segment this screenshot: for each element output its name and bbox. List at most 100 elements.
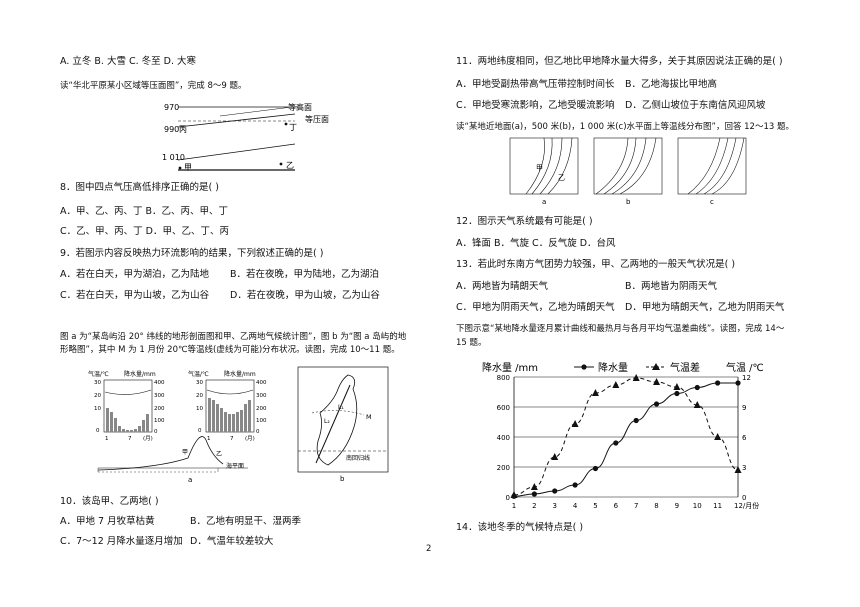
q8: 8．图中四点气压高低排序正确的是( ) — [60, 182, 219, 193]
data-point-气温差 — [693, 401, 701, 408]
climate-chart-jia: 30 20 10 0 400 300 200 100 0 1 7 (月) — [94, 379, 165, 442]
svg-text:b: b — [340, 475, 345, 483]
q10-d: D．气温年较差较大 — [190, 536, 274, 547]
intro-8-9: 读“华北平原某小区域等压面图”，完成 8～9 题。 — [60, 81, 247, 91]
data-point-气温差 — [510, 491, 518, 498]
svg-text:降水量/mm: 降水量/mm — [124, 370, 156, 378]
q11-c: C．甲地受寒流影响，乙地受暖流影响 — [456, 100, 615, 111]
svg-text:a: a — [542, 198, 546, 206]
svg-text:400: 400 — [154, 380, 165, 386]
y-tick-label: 0 — [506, 494, 510, 502]
y-tick-label: 800 — [497, 374, 510, 382]
svg-text:南回归线: 南回归线 — [346, 454, 370, 462]
data-point-降水量 — [592, 465, 599, 472]
data-point-降水量 — [694, 384, 700, 391]
label-isobaric-surface: 等压面 — [305, 114, 329, 124]
intro-10-11-line1: 图 a 为“某岛屿沿 20° 纬线的地形剖面图和甲、乙两地气候统计图”，图 b … — [60, 332, 407, 342]
data-point-降水量 — [674, 390, 680, 397]
y-tick-label: 400 — [497, 434, 510, 442]
island-figure-a: 气温/℃ 降水量/mm 30 20 10 0 400 300 200 100 0… — [88, 370, 267, 484]
x-tick-label: 12/月份 — [734, 501, 759, 510]
svg-text:200: 200 — [256, 406, 267, 412]
svg-text:L₂: L₂ — [324, 418, 330, 425]
svg-text:100: 100 — [154, 418, 165, 424]
svg-text:100: 100 — [256, 418, 267, 424]
climate-chart-yi: 30 20 10 0 400 300 200 100 0 1 7 (月) — [196, 379, 267, 442]
svg-text:降水量/mm: 降水量/mm — [224, 370, 256, 378]
svg-text:7: 7 — [230, 436, 234, 442]
isotherm-panel-b: b — [593, 137, 663, 206]
svg-text:200: 200 — [154, 406, 165, 412]
x-tick-label: 1 — [512, 502, 516, 510]
svg-text:0: 0 — [96, 428, 100, 434]
label-jia: 甲 — [184, 163, 192, 172]
svg-text:0: 0 — [154, 429, 158, 435]
data-point-气温差 — [551, 453, 559, 460]
series-line-气温差 — [513, 377, 739, 496]
data-point-降水量 — [531, 491, 537, 497]
data-point-气温差 — [714, 433, 722, 440]
data-point-气温差 — [571, 420, 579, 427]
y2-tick-label: 9 — [742, 404, 746, 412]
x-tick-label: 7 — [634, 502, 638, 510]
svg-text:30: 30 — [196, 380, 203, 386]
label-1010: 1 010 — [162, 153, 185, 162]
data-point-气温差 — [632, 374, 640, 381]
data-point-降水量 — [735, 380, 741, 386]
q10-c: C．7～12 月降水量逐月增加 — [60, 536, 183, 547]
svg-text:a: a — [188, 476, 192, 484]
isotherm-panel-a: 甲 乙 a — [509, 137, 579, 206]
svg-text:甲: 甲 — [536, 164, 543, 172]
q11-a: A．甲地受副热带高气压带控制时间长 — [456, 79, 615, 90]
q14: 14．该地冬季的气候特点是( ) — [456, 522, 584, 533]
q9-d: D．若在夜晚，甲为山坡，乙为山谷 — [230, 290, 380, 301]
x-tick-label: 10 — [693, 502, 702, 510]
q10-a: A．甲地 7 月牧草枯黄 — [60, 516, 155, 527]
x-tick-label: 8 — [654, 502, 658, 510]
x-tick-label: 9 — [675, 502, 679, 510]
q8-cd: C．乙、甲、丙、丁 D．甲、乙、丁、丙 — [60, 226, 229, 237]
data-point-降水量 — [613, 440, 619, 446]
q13-c: C．甲地为阴雨天气，乙地为晴朗天气 — [456, 302, 615, 313]
svg-text:400: 400 — [256, 380, 267, 386]
page-number: 2 — [426, 544, 432, 554]
data-point-气温差 — [653, 378, 661, 385]
svg-text:M: M — [366, 413, 372, 421]
x-tick-label: 2 — [532, 502, 536, 510]
intro-10-11-line2: 形略图”，其中 M 为 1 月份 20℃等温线(虚线为可能)分布状况。读图，完成… — [60, 345, 400, 355]
svg-text:L₁: L₁ — [338, 404, 344, 411]
q13-b: B．两地皆为阴雨天气 — [625, 281, 718, 292]
svg-text:10: 10 — [196, 406, 203, 412]
q10-b: B．乙地有明显干、湿两季 — [190, 516, 302, 527]
intro-12-13: 读“某地近地面(a)，500 米(b)，1 000 米(c)水平面上等温线分布图… — [456, 122, 794, 132]
q11-b: B．乙地海拔比甲地高 — [625, 79, 718, 90]
q7-options: A. 立冬 B. 大雪 C. 冬至 D. 大寒 — [60, 56, 197, 67]
y2-tick-label: 3 — [742, 464, 746, 472]
svg-text:气温/℃: 气温/℃ — [188, 370, 209, 378]
x-tick-label: 4 — [573, 502, 578, 510]
island-map-b: M L₁ L₂ 南回归线 b — [297, 366, 389, 483]
svg-text:(月): (月) — [143, 435, 153, 442]
label-970: 970 — [164, 103, 179, 112]
series-line-降水量 — [513, 382, 738, 497]
y-axis-label: 降水量 /mm — [482, 361, 538, 374]
isotherm-panel-c: c — [677, 137, 747, 206]
data-point-气温差 — [673, 383, 681, 390]
svg-text:10: 10 — [94, 406, 101, 412]
q9-c: C．若在白天，甲为山坡，乙为山谷 — [60, 290, 210, 301]
label-yi: 乙 — [286, 161, 294, 170]
intro-14-15-line1: 下图示意“某地降水量逐月累计曲线和最热月与各月平均气温差曲线”。读图，完成 14… — [456, 324, 785, 334]
q13: 13．若此时东南方气团势力较强，甲、乙两地的一般天气状况是( ) — [456, 259, 736, 270]
svg-text:20: 20 — [94, 393, 101, 399]
q8-ab: A．甲、乙、丙、丁 B．乙、丙、甲、丁 — [60, 206, 229, 217]
data-point-气温差 — [591, 389, 599, 396]
svg-text:乙: 乙 — [216, 451, 222, 458]
svg-text:甲: 甲 — [182, 449, 188, 456]
label-990: 990 — [164, 125, 179, 134]
q10: 10．该岛甲、乙两地( ) — [60, 496, 159, 507]
q9-a: A．若在白天，甲为湖泊，乙为陆地 — [60, 269, 209, 280]
q9-b: B．若在夜晚，甲为陆地，乙为湖泊 — [230, 269, 380, 280]
data-point-气温差 — [612, 381, 620, 388]
q13-d: D．甲地为晴朗天气，乙地为阴雨天气 — [625, 302, 785, 313]
svg-text:c: c — [710, 198, 714, 206]
